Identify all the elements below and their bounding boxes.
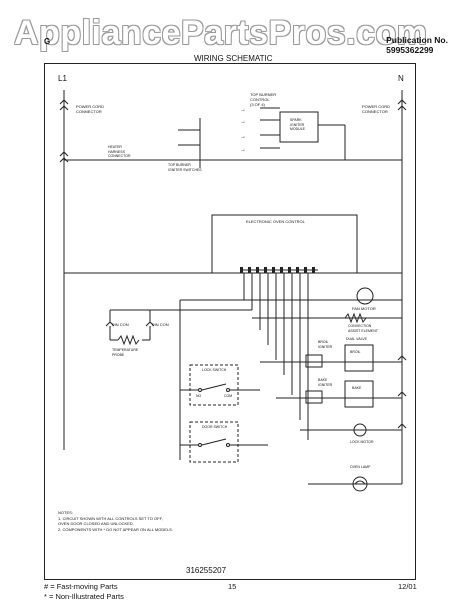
lock-switch-label: LOCK SWITCH	[202, 368, 227, 372]
pin-con-1-label: PIN CON	[112, 322, 129, 327]
oven-lamp-symbol	[352, 476, 368, 492]
lock-motor-symbol	[353, 423, 367, 437]
convection-element-symbol	[344, 312, 367, 324]
dual-valve-broil	[344, 344, 374, 372]
publication-label: Publication No.	[386, 35, 448, 45]
broil-igniter-symbol	[305, 354, 323, 368]
legend-fast-moving: # = Fast-moving Parts	[44, 582, 118, 591]
lock-motor-label: LOCK MOTOR	[350, 440, 374, 444]
legend-non-illustrated: * = Non-Illustrated Parts	[44, 592, 124, 601]
left-power-connector	[59, 99, 69, 111]
spark-module-box	[279, 111, 319, 143]
bake-igniter-symbol	[305, 390, 323, 404]
page-number: 15	[228, 582, 237, 591]
l1-label: L1	[58, 74, 67, 83]
fan-motor-symbol	[356, 287, 374, 305]
notes-block: NOTES: 1. CIRCUIT SHOWN WITH ALL CONTROL…	[58, 510, 173, 532]
dual-valve-label: DUAL VALVE	[346, 337, 367, 341]
lock-switch-box	[189, 364, 239, 406]
svg-text:→: →	[240, 107, 246, 113]
svg-text:→: →	[240, 134, 246, 140]
oven-lamp-label: OVEN LAMP	[350, 465, 371, 469]
page-title: WIRING SCHEMATIC	[194, 54, 273, 63]
model-number: G	[44, 37, 51, 46]
door-switch-label: DOOR SWITCH	[202, 425, 228, 429]
lock-com-label: COM	[224, 394, 233, 398]
publication-block: Publication No. 5995362299	[386, 35, 448, 55]
dual-valve-bake	[344, 380, 374, 408]
heater-harness-connector	[59, 151, 69, 163]
svg-text:→: →	[240, 119, 246, 125]
publication-number: 5995362299	[386, 45, 434, 55]
bake-valve-label: BAKE	[352, 386, 362, 390]
pin-con-2-label: PIN CON	[152, 322, 169, 327]
revision-date: 12/01	[398, 582, 417, 591]
broil-valve-label: BROIL	[350, 350, 361, 354]
right-power-connector	[397, 99, 407, 111]
probe-resistor	[117, 334, 140, 346]
svg-text:→: →	[240, 147, 246, 153]
diagram-number: 316255207	[186, 566, 227, 575]
n-label: N	[398, 74, 404, 83]
fan-motor-label: FAN MOTOR	[352, 306, 376, 311]
lock-no-label: NO	[196, 394, 202, 398]
watermark-logo: AppliancePartsPros.com	[14, 14, 428, 52]
schematic-frame	[44, 63, 416, 580]
eoc-label: ELECTRONIC OVEN CONTROL	[246, 219, 305, 224]
door-switch-box	[189, 421, 239, 463]
